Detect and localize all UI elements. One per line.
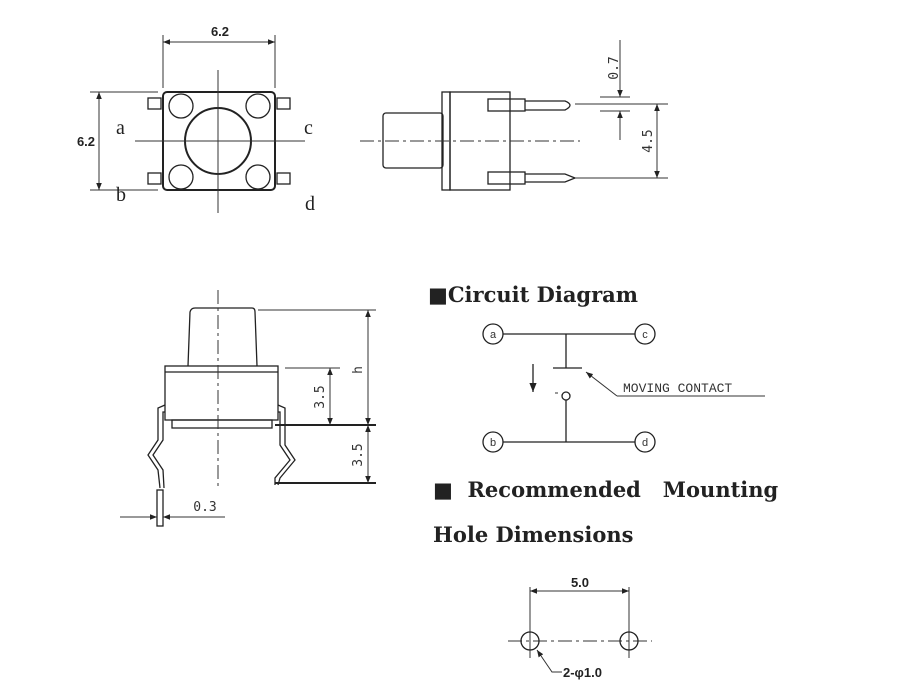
node-a: a [490, 329, 497, 341]
node-b: b [490, 437, 496, 449]
lead-width-dim: 0.3 [193, 500, 216, 515]
circuit-title: ■Circuit Diagram [428, 282, 638, 307]
pitch-dim: 4.5 [641, 129, 656, 152]
height-label: h [351, 366, 366, 374]
node-d: d [642, 437, 648, 449]
terminal-b-label: b [116, 184, 126, 206]
moving-contact-label: MOVING CONTACT [623, 381, 732, 396]
side-view: 0.7 4.5 [360, 40, 668, 191]
mounting-title-line1: ■ Recommended Mounting [433, 477, 779, 502]
hole-diameter-label: 2-φ1.0 [563, 665, 602, 680]
circuit-diagram: ■Circuit Diagram a c b d MOVING CONTACT [428, 282, 765, 453]
mounting-holes: ■ Recommended Mounting Hole Dimensions 5… [433, 477, 779, 680]
hole-spacing-dim: 5.0 [571, 575, 589, 590]
mounting-title-line2: Hole Dimensions [433, 522, 633, 547]
top-view: 6.2 6.2 a b c d [77, 24, 315, 215]
lead-thickness-dim: 0.7 [607, 56, 622, 79]
body-height-dim: 3.5 [313, 385, 328, 408]
terminal-d-label: d [305, 193, 315, 215]
terminal-a-label: a [116, 117, 125, 139]
top-height-dim: 6.2 [77, 134, 95, 149]
front-view: h 3.5 3.5 0.3 [120, 290, 376, 527]
node-c: c [642, 329, 648, 341]
top-width-dim: 6.2 [211, 24, 229, 39]
lead-length-dim: 3.5 [351, 443, 366, 466]
terminal-c-label: c [304, 117, 313, 139]
